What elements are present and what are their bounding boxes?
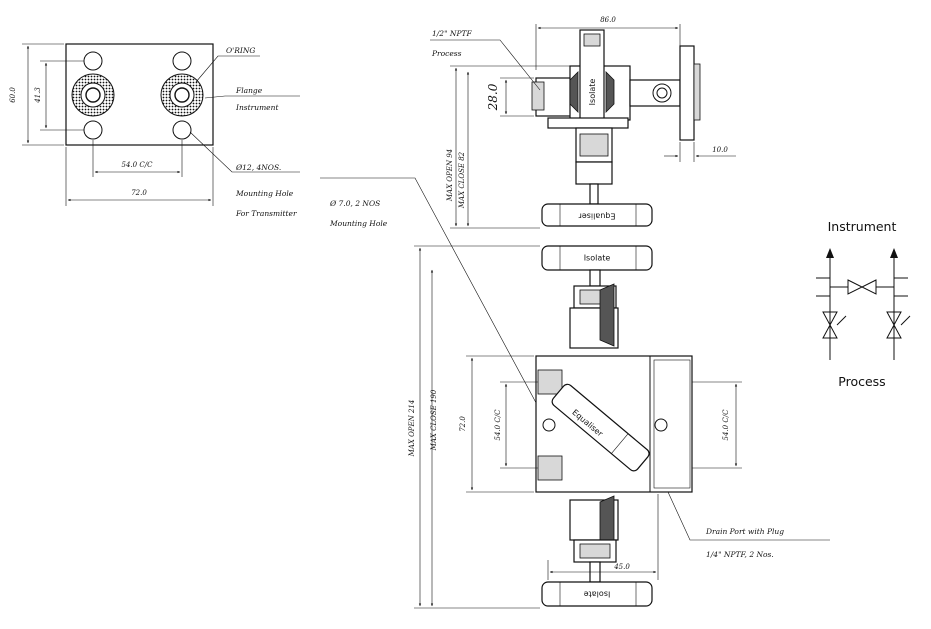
dim-45: 45.0 <box>613 563 630 571</box>
mount-hole-size: Ø 7.0, 2 NOS <box>329 199 380 208</box>
bolt-hole <box>172 120 192 140</box>
max-close-82: MAX CLOSE 82 <box>458 151 466 209</box>
dim-54-cc-right: 54.0 C/C <box>722 409 730 441</box>
dim-41-3: 41.3 <box>34 87 42 104</box>
isolate-label-top: Isolate <box>588 79 597 106</box>
drain-label: Drain Port with Plug <box>705 527 784 536</box>
dim-54-cc-left: 54.0 C/C <box>494 409 502 441</box>
dim-60: 60.0 <box>9 87 17 103</box>
mounting-hole-note: Mounting Hole <box>235 189 294 198</box>
flange-view <box>22 43 300 206</box>
dim-86: 86.0 <box>600 16 616 24</box>
bolt-hole <box>172 51 192 71</box>
dim-10: 10.0 <box>712 146 728 154</box>
max-close-190: MAX CLOSE 190 <box>430 389 438 451</box>
isolate-label-front-top: Isolate <box>584 254 611 263</box>
process-label: Process <box>431 49 462 58</box>
equaliser-handle-top <box>541 203 653 227</box>
max-open-94: MAX OPEN 94 <box>446 149 454 202</box>
symbol-process-label: Process <box>838 374 885 389</box>
oring-label: O'RING <box>226 46 255 55</box>
drain-npt-label: 1/4" NPTF, 2 Nos. <box>706 550 774 559</box>
equaliser-label-top: Equaliser <box>578 212 616 221</box>
equaliser-handle-front <box>551 383 650 472</box>
dim-54-cc: 54.0 C/C <box>122 161 154 169</box>
instrument-label: Instrument <box>235 103 279 112</box>
symbol-instrument-label: Instrument <box>828 219 897 234</box>
dim-28: 28.0 <box>486 83 500 111</box>
isolate-handle-bottom <box>541 581 653 607</box>
dim-72-front: 72.0 <box>459 416 467 432</box>
front-view <box>414 245 830 609</box>
transmitter-note: For Transmitter <box>235 209 297 218</box>
isolate-label-front-bottom: Isolate <box>584 590 611 599</box>
valve-symbol <box>816 248 911 360</box>
top-view <box>430 24 736 229</box>
max-open-214: MAX OPEN 214 <box>408 400 416 458</box>
dim-72: 72.0 <box>131 189 147 197</box>
hole-note: Ø12, 4NOS. <box>235 163 281 172</box>
npt-label: 1/2" NPTF <box>432 29 473 38</box>
mount-hole-leader <box>320 177 549 426</box>
mount-hole-label: Mounting Hole <box>329 219 388 228</box>
flange-label: Flange <box>235 86 263 95</box>
